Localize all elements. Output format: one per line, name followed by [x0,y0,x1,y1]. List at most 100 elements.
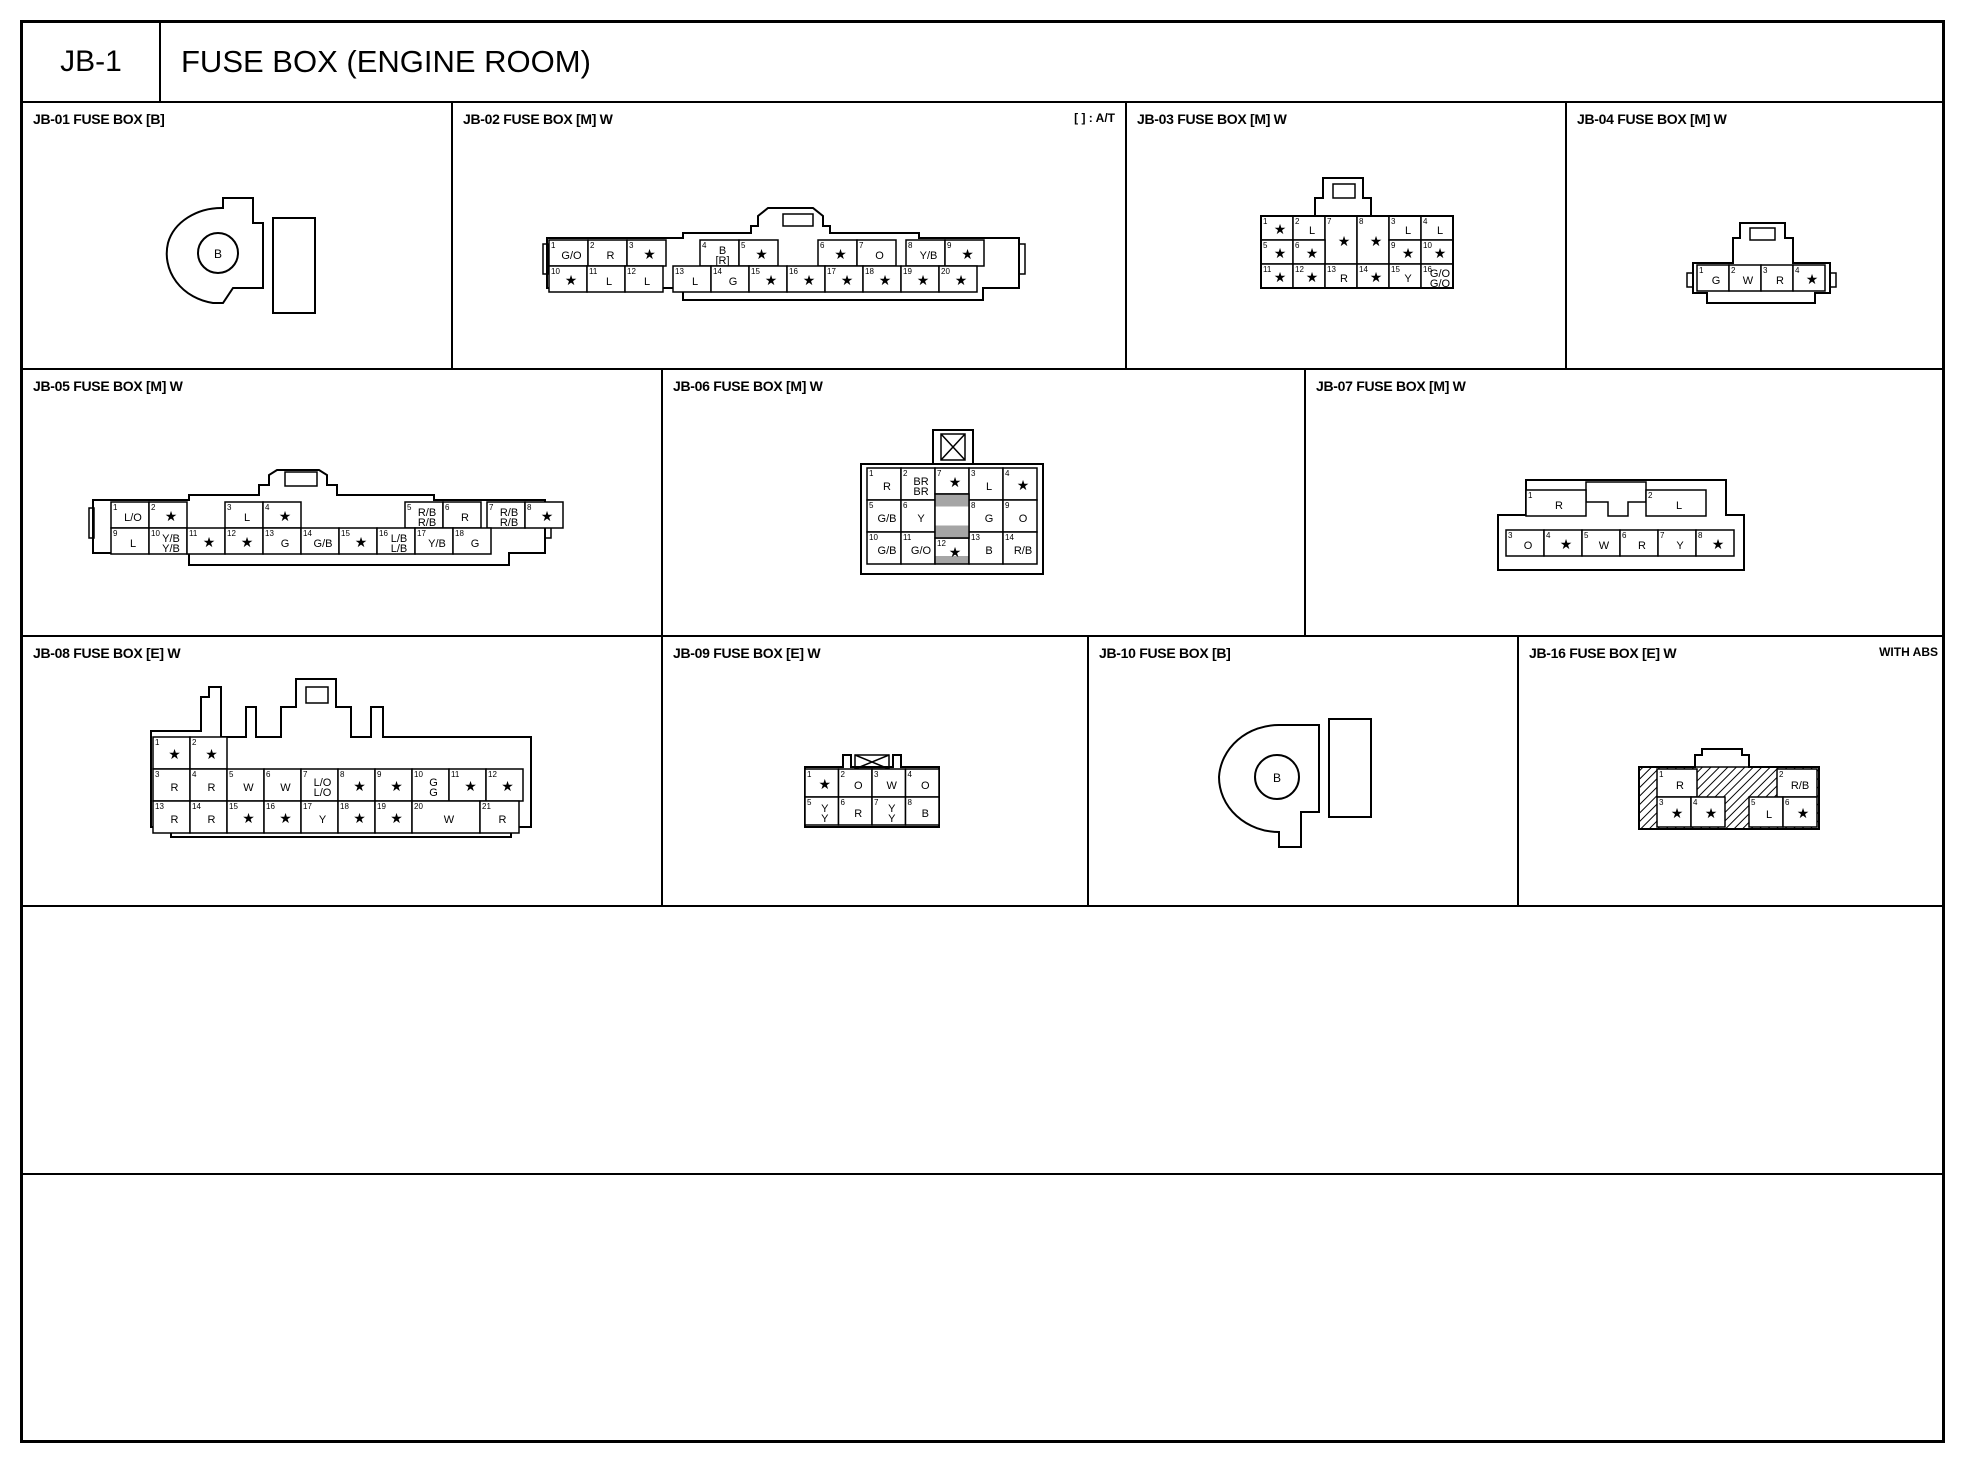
wire-color: ★ [353,810,366,826]
terminal-cell: 14★ [1356,263,1390,289]
terminal-cell: 4★ [1002,467,1038,501]
wire-color: ★ [1560,536,1573,552]
pin-number: 1 [869,469,874,478]
wire-color: G/O [561,250,582,262]
wire-color: ★ [279,810,292,826]
pin-number: 2 [903,469,908,478]
wire-color: ★ [565,272,578,288]
wire-color: R [883,481,891,493]
pin-number: 5 [1263,241,1268,250]
pin-number: 1 [1263,217,1268,226]
sheet-code: JB-1 [60,45,122,78]
side-tab [1829,272,1837,288]
terminal-cell: 5W [1581,529,1621,557]
terminal-cell: 2L [1645,489,1707,517]
panel-jb10: JB-10 FUSE BOX [B] B [1089,637,1517,905]
terminal-cell: 9★ [944,239,985,267]
wire-color: [R] [715,255,729,267]
latch [782,213,814,227]
wire-color: ★ [803,272,816,288]
hatched-block [934,493,970,539]
wire-color: L/O [314,777,332,789]
pin-number: 8 [340,770,345,779]
wire-color: O [1019,513,1028,525]
connector-housing [804,754,940,828]
pin-number: 8 [908,798,913,807]
terminal-cell: 16G/OG/O [1420,263,1454,290]
pin-number: 20 [414,802,423,811]
latch [1585,481,1647,517]
panel-label: JB-08 FUSE BOX [E] W [33,645,181,661]
pin-number: 18 [340,802,349,811]
pin-number: 6 [1295,241,1300,250]
wire-color: ★ [841,272,854,288]
diagram-sheet: JB-1 FUSE BOX (ENGINE ROOM) JB-01 FUSE B… [20,20,1945,1443]
latch [305,686,329,704]
wire-color: BR [913,476,928,488]
terminal-cell: 1R [1525,489,1587,517]
terminal-cell: 8★ [524,501,564,529]
divider [23,1173,1942,1175]
wire-color: R [1555,500,1563,512]
pin-number: 16 [789,267,798,276]
wire-color: O [1524,540,1533,552]
wire-color: L [606,276,612,288]
terminal-cell: 9★ [1388,239,1422,265]
terminal-cell: 14G [710,265,750,293]
pin-number: 6 [266,770,271,779]
terminal-cell: 1R [866,467,902,501]
wire-color: R [1638,540,1646,552]
wire-color: L [244,512,250,524]
pin-number: 6 [445,503,450,512]
terminal-cell: 9L [110,527,150,555]
terminal-cell: 20★ [938,265,978,293]
pin-number: 13 [155,802,164,811]
pin-number: 6 [841,798,846,807]
wire-color: Y [319,814,327,826]
terminal-cell: 8★ [337,768,376,802]
pin-number: 8 [527,503,532,512]
pin-number: 11 [589,267,598,276]
terminal-cell: 3★ [1656,796,1692,828]
wire-color: B [985,545,992,557]
pin-number: 5 [1584,531,1589,540]
side-tab [1686,272,1694,288]
wire-color: ★ [390,778,403,794]
latch [284,471,318,487]
pin-number: 2 [151,503,156,512]
pin-number: 1 [1659,770,1664,779]
wire-color: L [1309,225,1315,237]
terminal-cell: 7YY [871,796,907,826]
pin-number: 2 [1648,491,1653,500]
pin-number: 2 [841,770,846,779]
connector-jb10: B [1217,718,1372,848]
pin-number: 13 [675,267,684,276]
wire-color: W [243,782,254,794]
pin-number: 5 [1751,798,1756,807]
divider [23,368,1942,370]
pin-number: 9 [947,241,952,250]
connector-housing [92,469,546,566]
pin-number: 3 [629,241,634,250]
pin-number: 2 [1295,217,1300,226]
divider [1087,635,1089,905]
wire-color: L/O [314,787,332,799]
terminal-cell: 8★ [1356,215,1390,265]
wire-color: L [1766,809,1772,821]
terminal-cell: 12★ [224,527,264,555]
wire-color: L [644,276,650,288]
terminal-cell: 6★ [1782,796,1818,828]
pin-number: 12 [627,267,636,276]
wire-color: ★ [765,272,778,288]
terminal-cell: 9O [1002,499,1038,533]
wire-color: ★ [955,272,968,288]
terminal-cell: 18G [452,527,492,555]
pin-number: 12 [1295,265,1304,274]
terminal-cell: 18 ★ [337,800,376,834]
terminal-cell: 13R [152,800,191,834]
wire-color: Y [917,513,925,525]
wire-color: G/B [314,538,333,550]
wire-color: B [719,245,726,257]
wire-color: Y [1404,273,1412,285]
